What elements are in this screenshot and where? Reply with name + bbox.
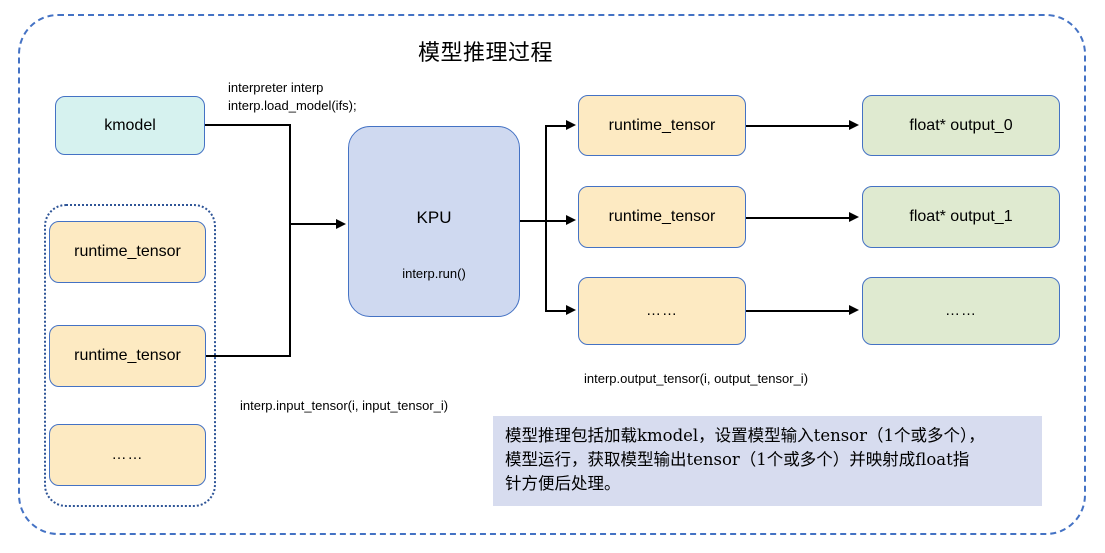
connector-kpu-inlet (289, 223, 337, 226)
annotation-input-tensor-api: interp.input_tensor(i, input_tensor_i) (240, 398, 449, 413)
node-input-tensor-0-label: runtime_tensor (74, 243, 181, 260)
node-input-tensor-more[interactable]: …… (49, 424, 206, 486)
connector-out0-to-float0 (746, 125, 850, 128)
arrowhead-float-output-0 (849, 120, 859, 130)
outer-dashed-frame (18, 14, 1086, 535)
node-input-tensor-0[interactable]: runtime_tensor (49, 221, 206, 283)
page-title: 模型推理过程 (418, 41, 554, 66)
node-float-output-0-label: float* output_0 (909, 116, 1013, 134)
connector-kpu-outlet (520, 220, 568, 223)
connector-out1-to-float1 (746, 217, 850, 220)
node-output-tensor-more[interactable]: …… (578, 277, 746, 345)
connector-output-bus (545, 125, 548, 312)
annotation-output-tensor-api: interp.output_tensor(i, output_tensor_i) (584, 371, 809, 386)
connector-branch-output-0 (545, 125, 567, 128)
node-float-output-more[interactable]: …… (862, 277, 1060, 345)
arrowhead-output-0 (566, 120, 576, 130)
node-input-tensor-1[interactable]: runtime_tensor (49, 325, 206, 387)
connector-branch-output-more (545, 310, 567, 313)
node-output-tensor-0-label: runtime_tensor (608, 116, 716, 134)
connector-kmodel-vertical (289, 124, 292, 224)
annotation-load-model-line2: interp.load_model(ifs); (228, 98, 357, 113)
connector-outmore-to-floatmore (746, 310, 850, 313)
arrowhead-output-1 (566, 215, 576, 225)
node-output-tensor-0[interactable]: runtime_tensor (578, 95, 746, 156)
arrowhead-float-output-1 (849, 212, 859, 222)
node-kmodel[interactable]: kmodel (55, 96, 205, 155)
description-line-2: 模型运行，获取模型输出tensor（1个或多个）并映射成float指 (505, 449, 970, 469)
node-output-tensor-more-label: …… (646, 301, 678, 319)
node-float-output-more-label: …… (945, 301, 977, 319)
arrowhead-output-more (566, 305, 576, 315)
arrowhead-float-output-more (849, 305, 859, 315)
annotation-load-model-line1: interpreter interp (228, 80, 324, 95)
node-kpu-label: KPU (416, 208, 452, 227)
node-float-output-1[interactable]: float* output_1 (862, 186, 1060, 248)
node-input-tensor-more-label: …… (111, 445, 144, 463)
description-line-3: 针方便后处理。 (505, 473, 621, 493)
connector-kmodel-horizontal (205, 124, 291, 127)
arrowhead-kpu-inlet (336, 218, 346, 229)
node-kpu-sublabel: interp.run() (402, 266, 466, 282)
description-callout: 模型推理包括加载kmodel，设置模型输入tensor（1个或多个）， 模型运行… (493, 416, 1042, 506)
node-float-output-0[interactable]: float* output_0 (862, 95, 1060, 156)
node-output-tensor-1[interactable]: runtime_tensor (578, 186, 746, 248)
node-output-tensor-1-label: runtime_tensor (608, 208, 716, 225)
connector-input-horizontal (206, 355, 291, 358)
description-line-1: 模型推理包括加载kmodel，设置模型输入tensor（1个或多个）， (505, 426, 985, 445)
node-input-tensor-1-label: runtime_tensor (74, 347, 181, 364)
node-kmodel-label: kmodel (104, 116, 156, 134)
connector-input-vertical (289, 224, 292, 357)
node-kpu[interactable]: KPU interp.run() (348, 126, 520, 317)
node-float-output-1-label: float* output_1 (909, 208, 1013, 225)
connector-branch-output-1 (545, 220, 567, 223)
